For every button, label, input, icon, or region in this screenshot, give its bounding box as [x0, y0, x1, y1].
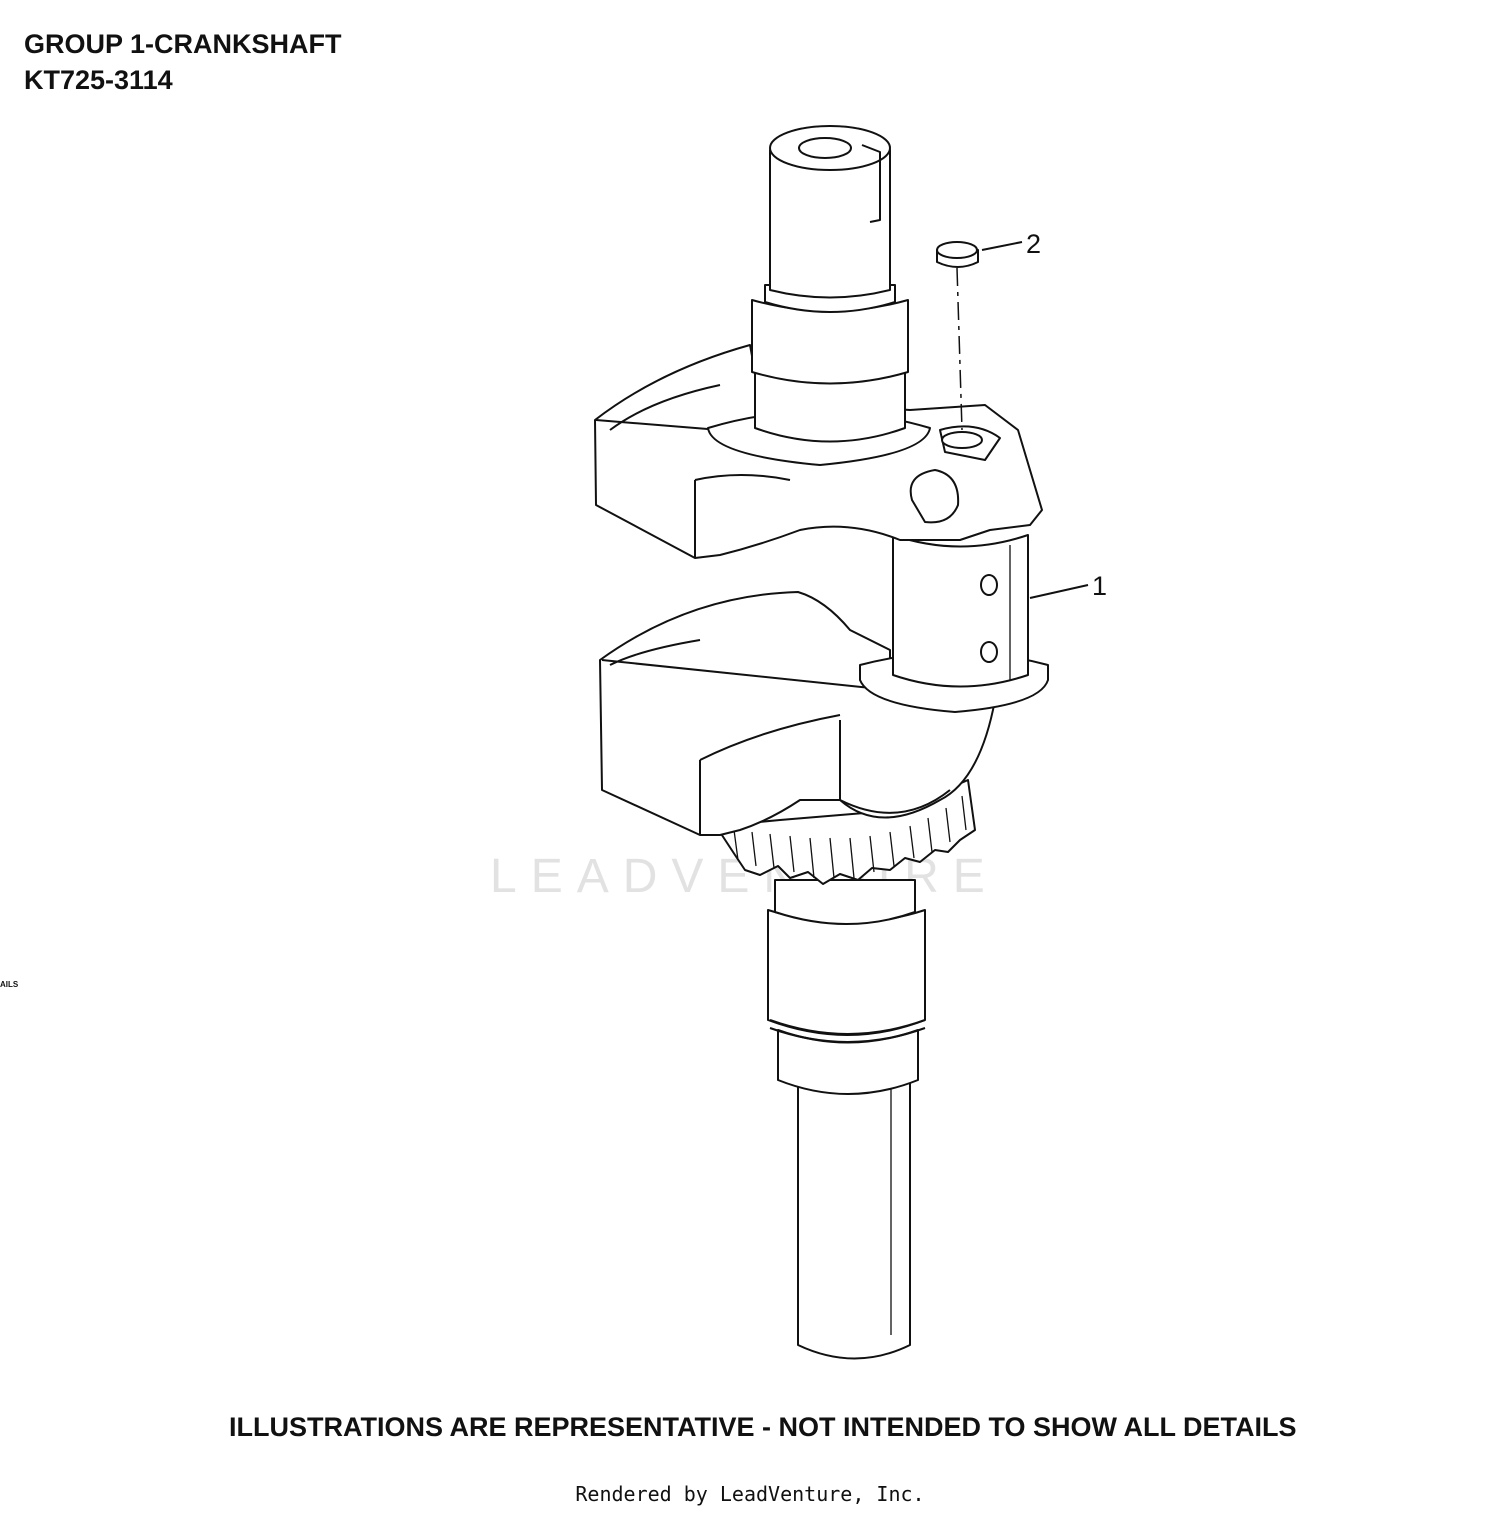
- callout-1: 1: [1029, 571, 1107, 601]
- upper-shaft: [707, 125, 931, 466]
- plug-part: [936, 241, 979, 431]
- crankpin: [859, 534, 1049, 713]
- callout-number-1: 1: [1092, 571, 1107, 601]
- lower-shaft: [767, 879, 926, 1360]
- callout-number-2: 2: [1026, 229, 1041, 259]
- disclaimer-text: ILLUSTRATIONS ARE REPRESENTATIVE - NOT I…: [229, 1412, 1297, 1442]
- group-title: GROUP 1-CRANKSHAFT: [24, 29, 342, 59]
- model-number: KT725-3114: [24, 65, 173, 95]
- rendered-by-text: Rendered by LeadVenture, Inc.: [575, 1482, 925, 1506]
- page-header: GROUP 1-CRANKSHAFT KT725-3114: [24, 26, 342, 98]
- lower-counterweight: [599, 591, 996, 836]
- callout-2: 2: [981, 229, 1041, 259]
- edge-text-fragment: AILS: [0, 980, 19, 989]
